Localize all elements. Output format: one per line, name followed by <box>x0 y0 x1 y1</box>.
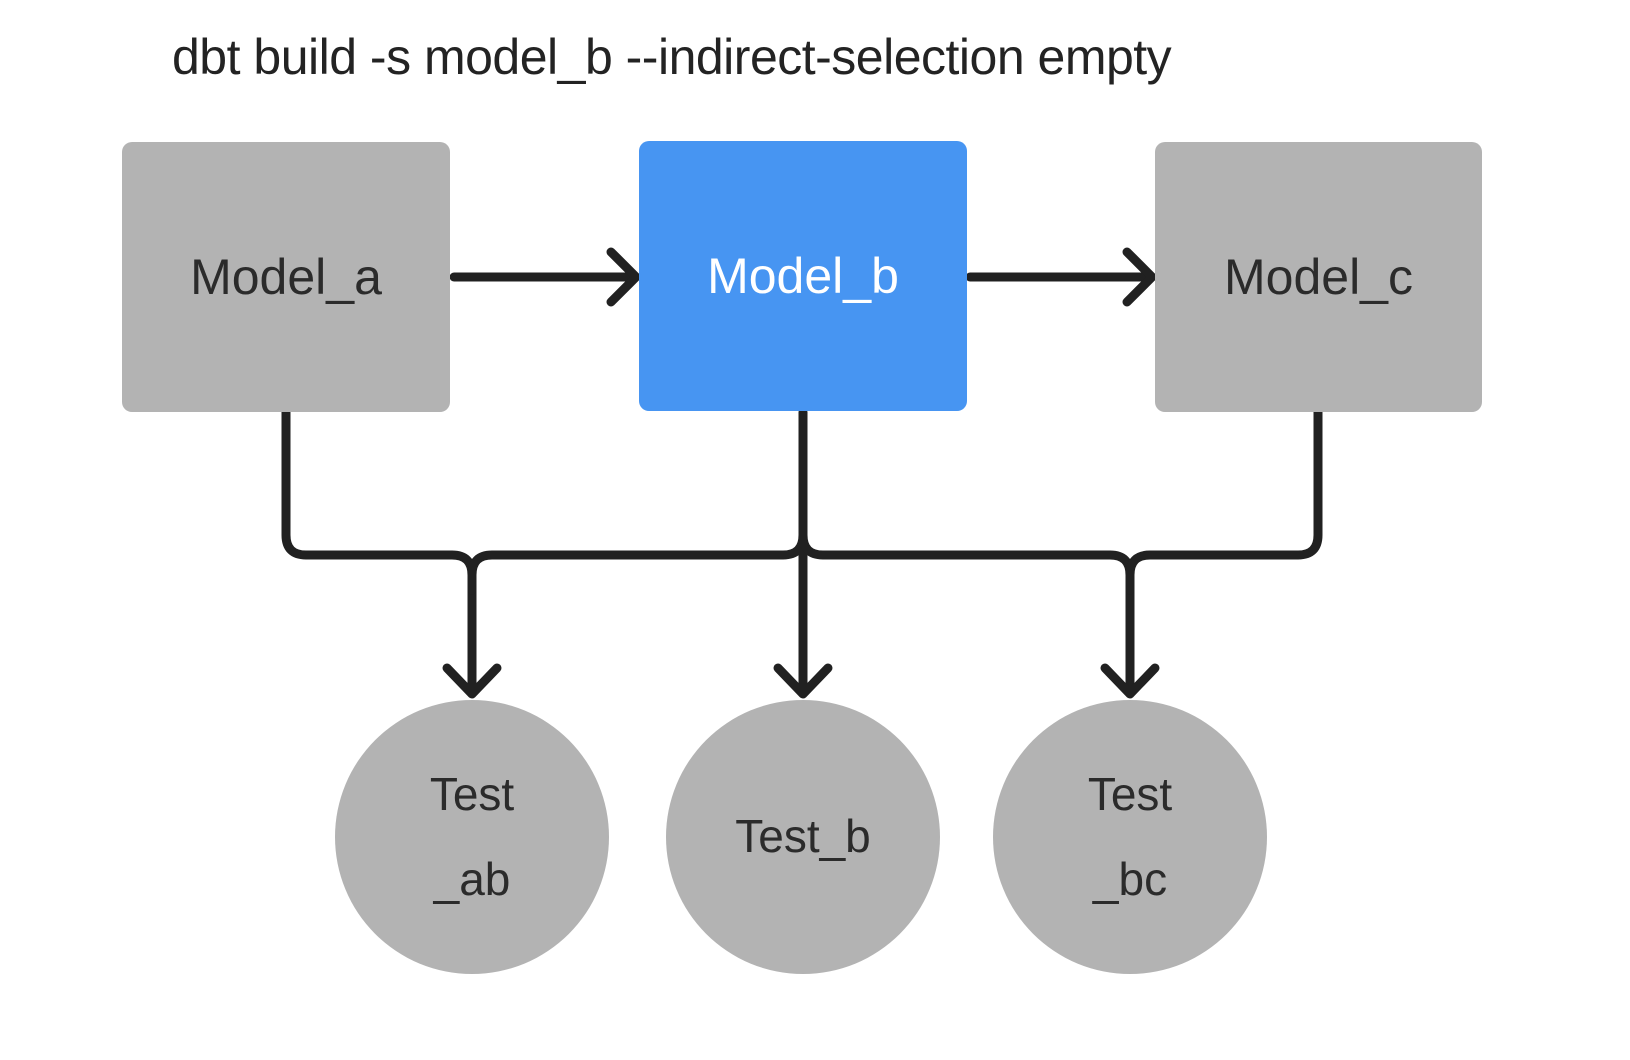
node-test-bc-label: Test _bc <box>1088 752 1172 922</box>
test-ab-line1: Test <box>429 767 515 820</box>
node-model-c-label: Model_c <box>1224 249 1413 305</box>
node-model-a: Model_a <box>122 142 450 412</box>
test-ab-line2: _ab <box>433 853 511 905</box>
test-bc-line2: _bc <box>1092 853 1168 905</box>
arrowhead-test-ab <box>442 663 502 699</box>
arrowhead-test-bc <box>1100 663 1160 699</box>
edge-model-c-test-bc <box>1125 406 1323 595</box>
node-test-ab-label: Test _ab <box>430 752 514 922</box>
node-test-b: Test_b <box>666 700 940 974</box>
node-test-ab: Test _ab <box>335 700 609 974</box>
arrowhead-model-b <box>606 247 641 307</box>
edge-model-a-test-ab <box>281 406 477 696</box>
arrowhead-test-b <box>773 663 833 699</box>
edge-model-b-test-ab <box>467 408 808 595</box>
node-test-b-label: Test_b <box>735 794 871 879</box>
node-model-c: Model_c <box>1155 142 1482 412</box>
edge-model-b-test-bc <box>798 408 1135 696</box>
test-b-line1: Test_b <box>735 810 871 863</box>
arrowhead-model-c <box>1122 247 1157 307</box>
diagram-title: dbt build -s model_b --indirect-selectio… <box>172 29 1172 85</box>
node-model-a-label: Model_a <box>190 249 382 305</box>
test-bc-line1: Test <box>1087 767 1173 820</box>
node-test-bc: Test _bc <box>993 700 1267 974</box>
node-model-b: Model_b <box>639 141 967 411</box>
node-model-b-label: Model_b <box>707 248 899 304</box>
